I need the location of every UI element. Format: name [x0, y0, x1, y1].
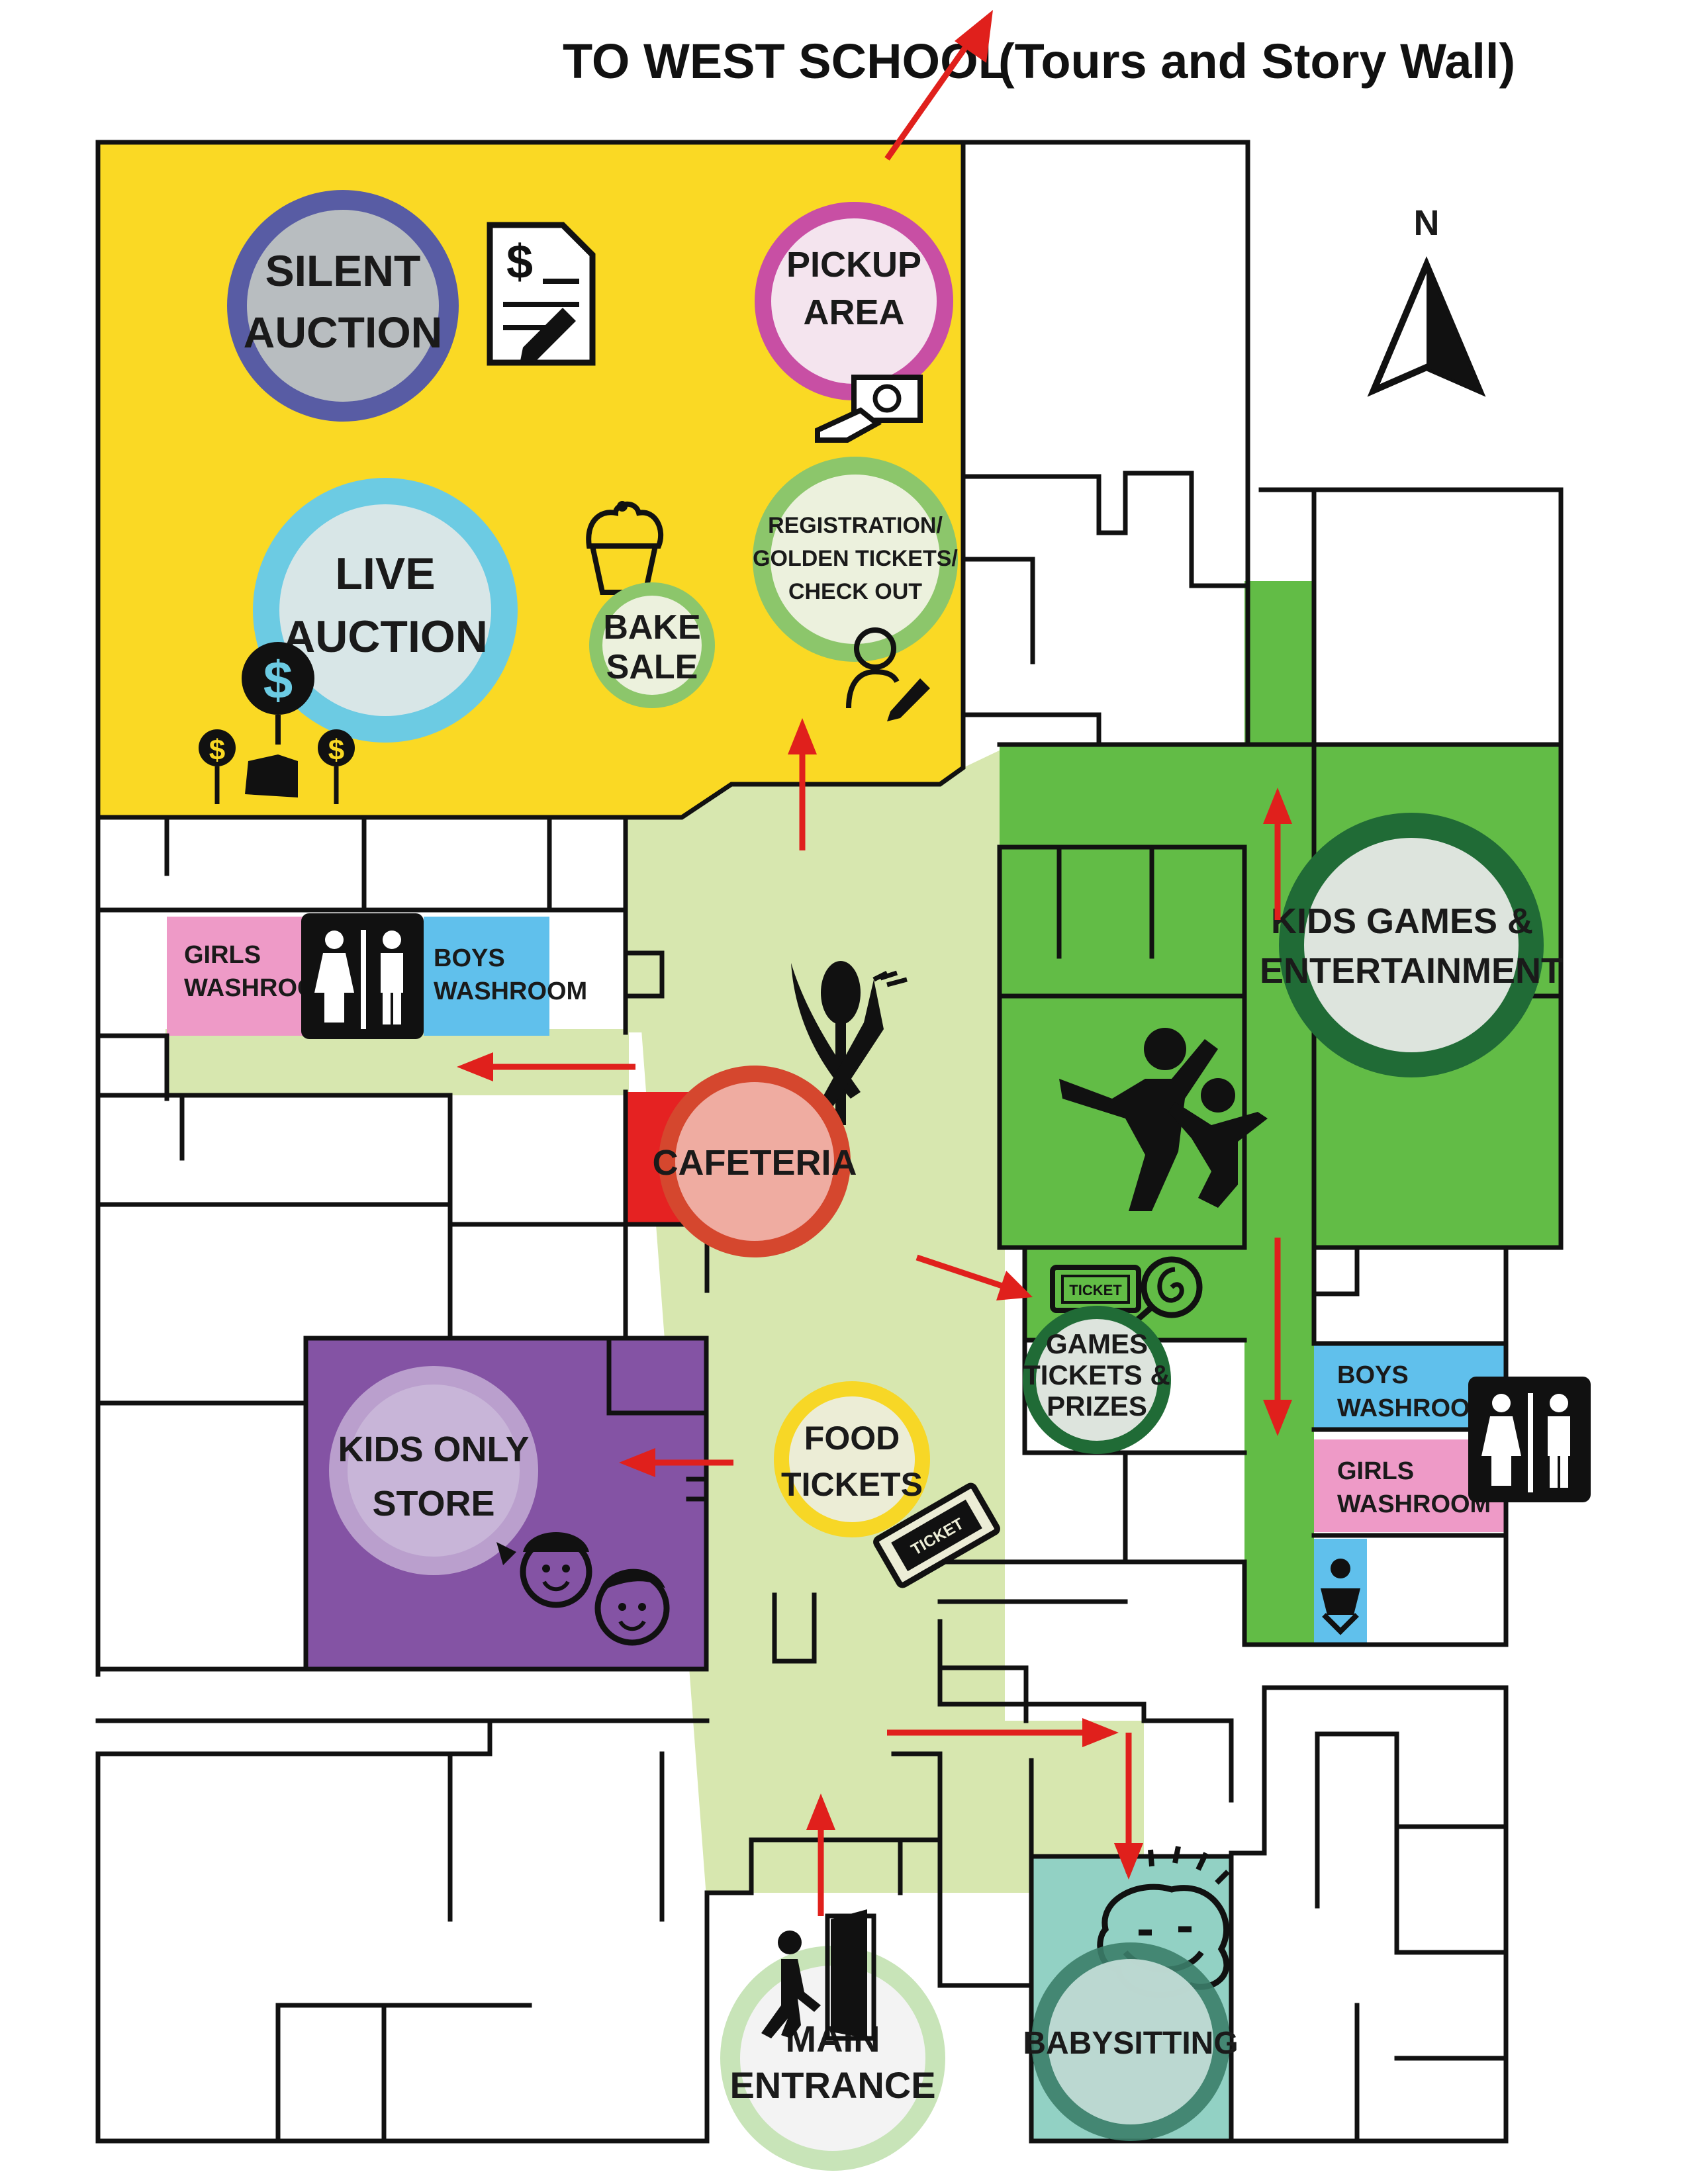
games-label-3: PRIZES [1047, 1390, 1147, 1422]
bid-paddles-icon: $ $ $ [199, 642, 355, 804]
west-boys-label-1: BOYS [434, 944, 505, 972]
kids-store-label-2: STORE [372, 1484, 494, 1524]
west-girls-label-1: GIRLS [184, 941, 261, 969]
west-boys-washroom-zone [424, 917, 549, 1036]
registration-marker[interactable]: REGISTRATION/ GOLDEN TICKETS/ CHECK OUT [753, 457, 958, 662]
compass-label: N [1414, 203, 1440, 243]
east-boys-label-2: WASHROOM [1337, 1394, 1491, 1422]
cafeteria-marker[interactable]: CAFETERIA [653, 1066, 857, 1257]
baby-changing-icon [1321, 1559, 1360, 1635]
cupcake-icon [586, 501, 664, 595]
money-hand-icon [815, 375, 923, 443]
registration-label-3: CHECK OUT [788, 579, 922, 604]
bake-sale-label-2: SALE [606, 648, 698, 686]
food-tickets-label-1: FOOD [804, 1420, 900, 1457]
registration-label-1: REGISTRATION/ [768, 513, 943, 538]
food-tickets-label-2: TICKETS [781, 1466, 923, 1503]
east-boys-label-1: BOYS [1337, 1361, 1409, 1389]
kids-playing-icon [1059, 1028, 1268, 1211]
live-auction-label-1: LIVE [335, 549, 435, 599]
to-west-school-arrow [884, 10, 993, 161]
bake-sale-marker[interactable]: BAKE SALE [589, 582, 715, 708]
kids-games-label-2: ENTERTAINMENT [1260, 951, 1563, 991]
header-left-text: TO WEST SCHOOL [563, 34, 1008, 89]
kids-store-label-1: KIDS ONLY [338, 1430, 529, 1469]
ticket-icon: TICKET [873, 1482, 1000, 1588]
corridor-west-zone [165, 1029, 629, 1095]
utensils-icon [791, 961, 908, 1125]
kids-games-marker[interactable]: KIDS GAMES & ENTERTAINMENT [1260, 813, 1563, 1077]
games-ticket-text: TICKET [1069, 1282, 1122, 1298]
kids-store-marker[interactable]: KIDS ONLY STORE [329, 1366, 538, 1575]
walking-person-door-icon [761, 1909, 876, 2041]
registration-label-2: GOLDEN TICKETS/ [753, 546, 958, 571]
svg-text:$: $ [263, 651, 293, 709]
svg-text:$: $ [209, 734, 225, 766]
route-arrows [457, 718, 1292, 1916]
header-right-text: (Tours and Story Wall) [998, 34, 1515, 89]
live-auction-marker[interactable]: LIVE AUCTION [253, 478, 518, 743]
games-label-2: TICKETS & [1023, 1359, 1170, 1390]
east-girls-label-1: GIRLS [1337, 1457, 1414, 1485]
north-arrow-icon: N [1367, 203, 1486, 397]
silent-auction-label-2: AUCTION [244, 308, 443, 357]
pickup-label-2: AREA [803, 293, 904, 332]
west-girls-washroom-zone [167, 917, 306, 1036]
svg-text:$: $ [506, 236, 533, 289]
bake-sale-label-1: BAKE [603, 608, 700, 647]
live-auction-label-2: AUCTION [283, 612, 488, 662]
floor-plan-walls [95, 140, 1564, 2144]
silent-auction-marker[interactable]: SILENT AUCTION [227, 190, 459, 422]
games-tickets-marker[interactable]: GAMES TICKETS & PRIZES [1023, 1306, 1171, 1454]
east-girls-label-2: WASHROOM [1337, 1490, 1491, 1518]
babysitting-label: BABYSITTING [1023, 2026, 1238, 2061]
document-dollar-icon: $ [487, 222, 596, 366]
kids-games-label-1: KIDS GAMES & [1271, 901, 1533, 941]
west-boys-label-2: WASHROOM [434, 978, 587, 1005]
ticket-icon: TICKET [1050, 1265, 1141, 1313]
person-edit-icon [846, 627, 930, 721]
kids-faces-icon [496, 1532, 670, 1646]
silent-auction-label-1: SILENT [265, 246, 421, 295]
food-tickets-marker[interactable]: FOOD TICKETS [774, 1381, 930, 1537]
games-label-1: GAMES [1046, 1328, 1148, 1359]
svg-text:$: $ [328, 734, 344, 766]
washroom-sign-icon [1468, 1377, 1591, 1502]
babysitting-marker[interactable]: BABYSITTING [1023, 1942, 1239, 2141]
washroom-sign-icon [301, 913, 424, 1039]
main-entrance-label-2: ENTRANCE [729, 2064, 935, 2106]
pickup-area-marker[interactable]: PICKUP AREA [755, 202, 953, 400]
pickup-label-1: PICKUP [786, 245, 921, 285]
cafeteria-label: CAFETERIA [653, 1143, 857, 1183]
